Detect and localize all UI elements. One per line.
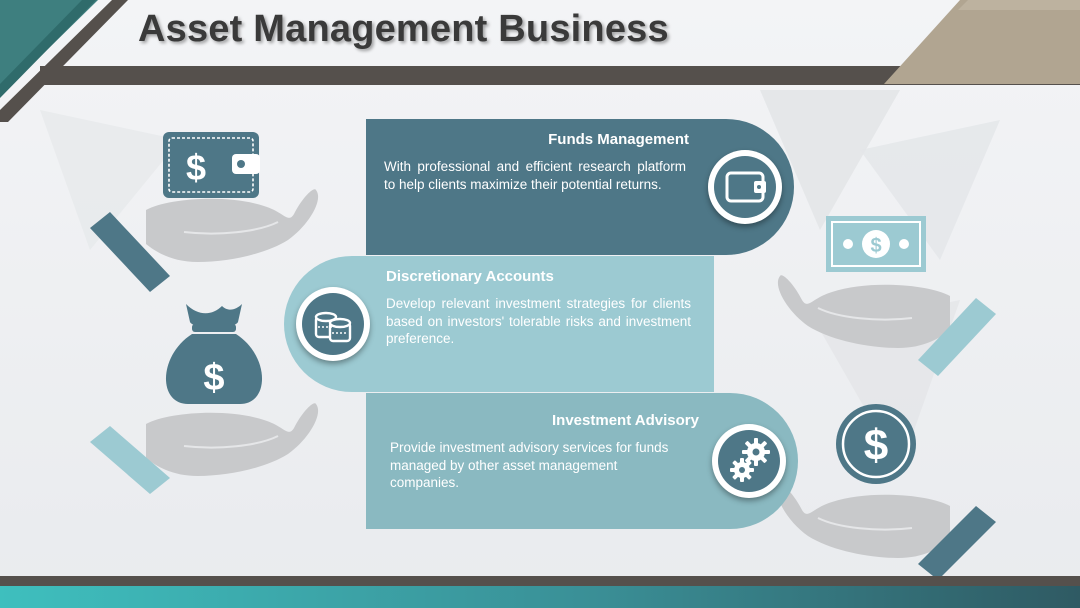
section-funds-management: Funds Management With professional and e… xyxy=(366,119,794,255)
coins-icon-badge xyxy=(296,287,370,361)
wallet-icon xyxy=(725,171,766,203)
section-heading: Funds Management xyxy=(548,131,689,148)
banknote-in-hand-icon: $ xyxy=(777,216,996,376)
dollar-sign: $ xyxy=(870,235,881,257)
dollar-coin-in-hand-icon: $ xyxy=(777,404,996,580)
dollar-sign: $ xyxy=(864,421,888,470)
section-text: With professional and efficient research… xyxy=(384,159,686,192)
footer-bar xyxy=(0,576,1080,608)
section-text: Provide investment advisory services for… xyxy=(390,440,669,490)
dollar-sign: $ xyxy=(203,357,224,399)
section-heading: Investment Advisory xyxy=(552,412,699,429)
gears-icon-badge xyxy=(712,424,786,498)
money-bag-in-hand-icon: $ xyxy=(90,304,319,494)
gears-icon xyxy=(730,438,770,482)
section-investment-advisory: Investment Advisory Provide investment a… xyxy=(366,393,798,529)
section-text: Develop relevant investment strategies f… xyxy=(386,296,691,346)
wallet-in-hand-icon: $ xyxy=(90,132,319,292)
coins-icon xyxy=(314,311,352,343)
wallet-icon-badge xyxy=(708,150,782,224)
section-heading: Discretionary Accounts xyxy=(386,268,554,285)
section-discretionary-accounts: Discretionary Accounts Develop relevant … xyxy=(284,256,714,392)
dollar-sign: $ xyxy=(186,147,206,188)
page-title: Asset Management Business xyxy=(138,8,669,50)
